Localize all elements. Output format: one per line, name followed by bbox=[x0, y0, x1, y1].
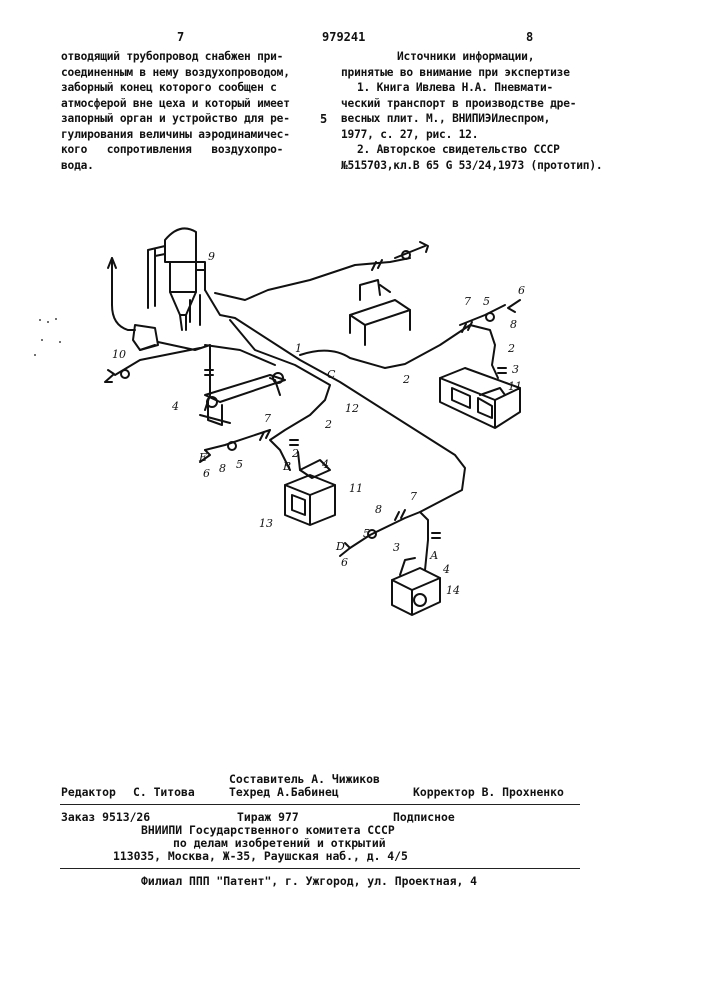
label-5: 5 bbox=[483, 295, 490, 308]
label-2: 2 bbox=[402, 373, 410, 386]
label-13: 13 bbox=[259, 517, 273, 530]
label-6: 6 bbox=[518, 284, 525, 297]
main-duct bbox=[205, 290, 465, 570]
divider bbox=[60, 804, 580, 805]
label-4: 4 bbox=[442, 563, 450, 576]
corrector: Корректор В. Прохненко bbox=[413, 785, 564, 799]
editor-name: С. Титова bbox=[133, 785, 195, 799]
label-6: 6 bbox=[203, 467, 210, 480]
label-12: 12 bbox=[345, 402, 359, 415]
pneumatic-transport-drawing: 9 10 1 С 12 2 2 2 2 3 3 4 4 4 5 5 5 6 6 … bbox=[0, 0, 707, 760]
label-3: 3 bbox=[512, 363, 519, 376]
label-9: 9 bbox=[208, 250, 215, 263]
label-3: 3 bbox=[393, 541, 400, 554]
label-11: 11 bbox=[349, 482, 363, 495]
label-8: 8 bbox=[510, 318, 517, 331]
machine-right bbox=[440, 368, 520, 428]
label-7: 7 bbox=[410, 490, 417, 503]
org-line-2: по делам изобретений и открытий bbox=[173, 836, 386, 850]
fan-unit bbox=[133, 325, 158, 350]
label-14: 14 bbox=[446, 584, 460, 597]
org-line-1: ВНИИПИ Государственного комитета СССР bbox=[141, 823, 395, 837]
label-d: D bbox=[335, 540, 345, 553]
label-5: 5 bbox=[363, 527, 370, 540]
cyclone-unit bbox=[108, 228, 205, 330]
label-5: 5 bbox=[236, 458, 243, 471]
label-7: 7 bbox=[264, 412, 271, 425]
label-1: 1 bbox=[295, 342, 302, 355]
label-7: 7 bbox=[464, 295, 471, 308]
machine-14 bbox=[392, 558, 440, 615]
order-number: Заказ 9513/26 bbox=[61, 810, 150, 824]
compiler: Составитель А. Чижиков bbox=[229, 772, 380, 786]
label-4: 4 bbox=[171, 400, 179, 413]
label-4: 4 bbox=[321, 458, 329, 471]
label-2: 2 bbox=[324, 418, 332, 431]
machine-roller bbox=[200, 373, 285, 425]
subscription: Подписное bbox=[393, 810, 455, 824]
divider bbox=[60, 868, 580, 869]
label-11: 11 bbox=[508, 380, 522, 393]
label-e: Е bbox=[198, 451, 207, 464]
label-2: 2 bbox=[507, 342, 515, 355]
branch: Филиал ППП "Патент", г. Ужгород, ул. Про… bbox=[141, 874, 477, 888]
label-b: В bbox=[282, 460, 291, 473]
circulation: Тираж 977 bbox=[237, 810, 299, 824]
machine-saw bbox=[350, 280, 410, 345]
label-8: 8 bbox=[219, 462, 226, 475]
label-2: 2 bbox=[291, 447, 299, 460]
address: 113035, Москва, Ж-35, Раушская наб., д. … bbox=[113, 849, 408, 863]
label-8: 8 bbox=[375, 503, 382, 516]
editor-label: Редактор bbox=[61, 785, 116, 799]
techred: Техред А.Бабинец bbox=[229, 785, 339, 799]
label-c: С bbox=[327, 368, 336, 381]
label-10: 10 bbox=[112, 348, 126, 361]
label-a: А bbox=[429, 549, 438, 562]
label-6: 6 bbox=[341, 556, 348, 569]
